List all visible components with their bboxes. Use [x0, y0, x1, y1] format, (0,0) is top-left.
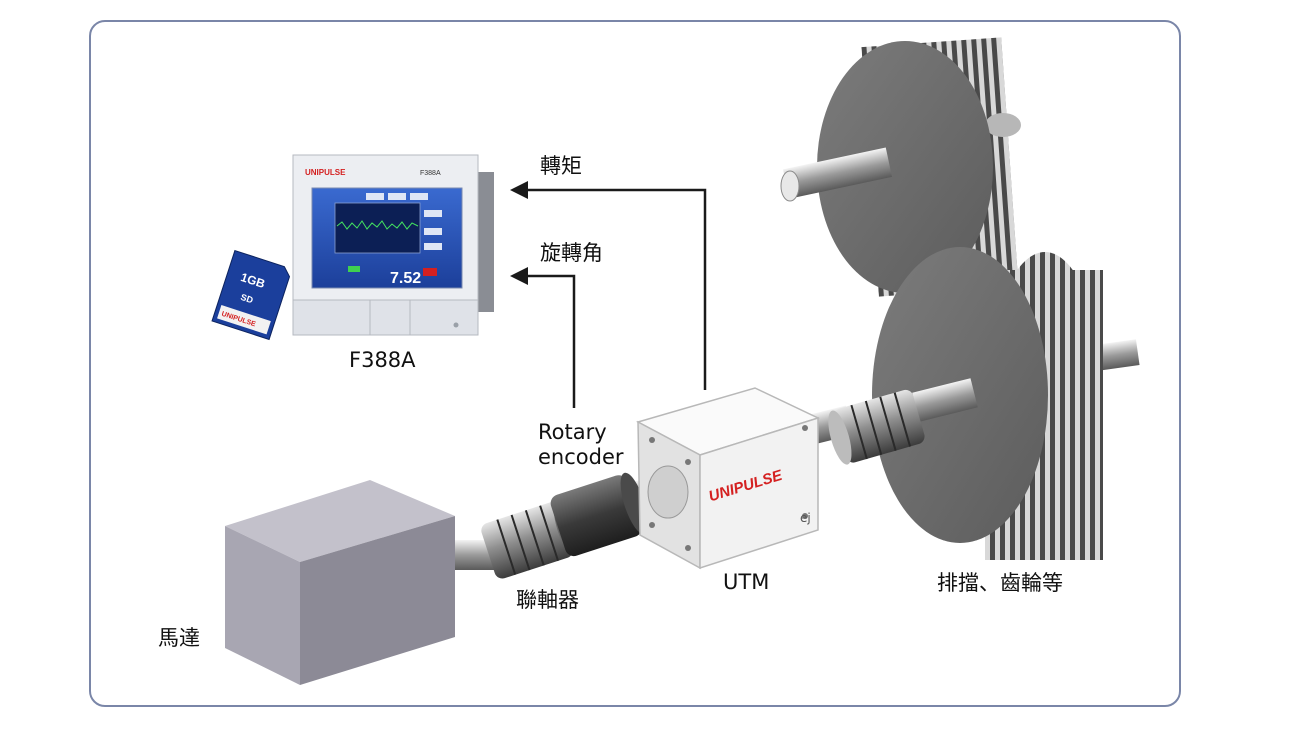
motor-block: [225, 480, 455, 685]
f388a-indicator: UNIPULSE F388A 7.52: [292, 154, 494, 336]
coupling-label: 聯軸器: [516, 588, 579, 612]
sd-card: 1GB SD UNIPULSE: [211, 249, 291, 341]
torque-arrow-head: [510, 181, 528, 199]
angle-arrow-head: [510, 267, 528, 285]
rotation-angle-label: 旋轉角: [540, 241, 603, 265]
indicator-reading: 7.52: [390, 270, 421, 287]
indicator-model: F388A: [420, 170, 441, 177]
encoder-label-line1: Rotary: [538, 420, 607, 444]
indicator-label: F388A: [349, 348, 416, 372]
torque-signal-line: [510, 181, 707, 390]
motor-label: 馬達: [158, 626, 200, 650]
lower-gear: [872, 247, 1140, 560]
utm-sensor: UNIPULSE ej: [636, 387, 821, 570]
torque-label: 轉矩: [540, 154, 582, 178]
indicator-brand: UNIPULSE: [305, 168, 346, 177]
gear-shaft: [912, 378, 978, 422]
upper-gear: [780, 37, 1021, 297]
utm-label: UTM: [723, 570, 770, 594]
angle-signal-line: [510, 267, 576, 408]
sd-type: SD: [239, 292, 254, 306]
coupling-right: [828, 389, 925, 465]
utm-mark: ej: [800, 511, 811, 525]
encoder-label-line2: encoder: [538, 445, 624, 469]
load-label: 排擋、齒輪等: [937, 571, 1063, 595]
